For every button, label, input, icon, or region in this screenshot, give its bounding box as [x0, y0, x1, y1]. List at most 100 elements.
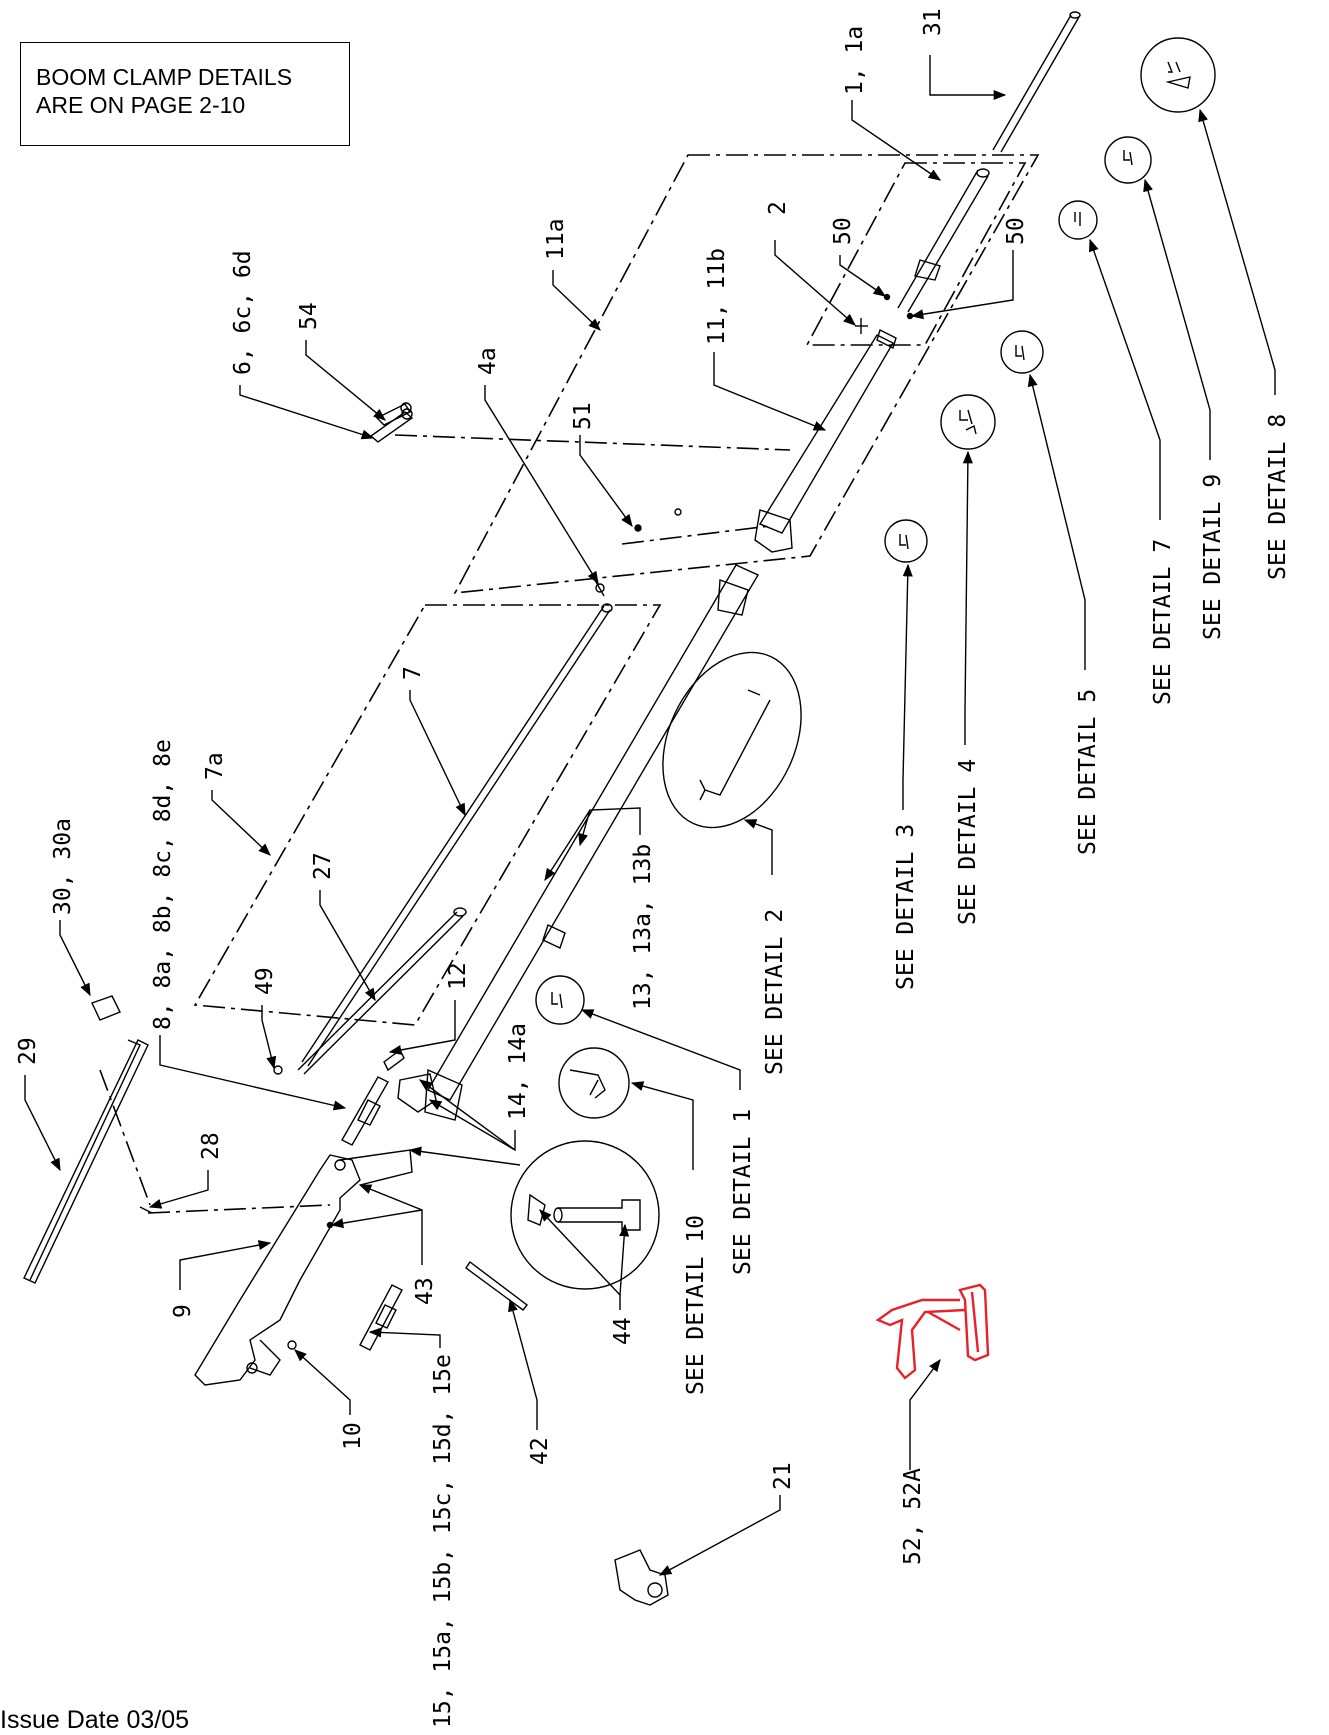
- phantom-outlines: [99, 154, 1040, 1214]
- label-11a: 11a: [543, 218, 569, 260]
- part-28-pin: [139, 1206, 153, 1214]
- part-49: [273, 1065, 283, 1075]
- leader-42: [508, 1298, 538, 1430]
- detail-8-circle: [1140, 37, 1216, 113]
- label-31: 31: [920, 8, 946, 36]
- leader-14a: [428, 1099, 516, 1152]
- detail-44-circle: [510, 1140, 660, 1290]
- leader-50b: [910, 250, 1014, 320]
- leader-sd10: [630, 1081, 694, 1170]
- detail-circles: [510, 37, 1216, 1290]
- leader-sd9: [1143, 178, 1211, 460]
- see-detail-1: SEE DETAIL 1: [730, 1109, 756, 1275]
- part-15-cylinder: [359, 1284, 403, 1351]
- label-30-30a: 30, 30a: [50, 818, 76, 915]
- label-42: 42: [527, 1437, 553, 1465]
- label-2: 2: [765, 201, 791, 215]
- detail-1-circle: [535, 975, 585, 1025]
- phantom-outline-boom-group: [453, 154, 1040, 594]
- part-54: [375, 402, 412, 426]
- callout-labels: 31 1, 1a 2 50 50 11a 11, 11b 4a 51 54 6,…: [15, 8, 1291, 1728]
- phantom-line-29-28: [99, 1069, 151, 1206]
- leader-6: [239, 385, 375, 440]
- leader-13b: [544, 809, 591, 882]
- part-51: [634, 524, 642, 532]
- part-8-cylinder: [341, 1076, 389, 1146]
- label-27: 27: [310, 852, 336, 880]
- leader-10: [294, 1349, 351, 1415]
- part-4a: [591, 574, 605, 597]
- leader-44b: [619, 1223, 630, 1296]
- see-detail-7: SEE DETAIL 7: [1150, 539, 1176, 705]
- leader-30: [59, 920, 91, 997]
- phantom-line-28: [147, 1204, 331, 1214]
- leader-52: [909, 1358, 941, 1470]
- label-28: 28: [198, 1132, 224, 1160]
- part-10-bolt: [287, 1340, 297, 1350]
- see-detail-9: SEE DETAIL 9: [1200, 474, 1226, 640]
- label-9: 9: [170, 1304, 196, 1318]
- part-52-highlight: [875, 1283, 990, 1380]
- part-50-b: [906, 312, 914, 320]
- leader-11a: [552, 270, 601, 331]
- label-49: 49: [252, 967, 278, 995]
- detail-10-circle: [558, 1047, 630, 1119]
- label-50a: 50: [830, 217, 856, 245]
- label-1-1a: 1, 1a: [842, 26, 868, 95]
- leader-sd8: [1198, 108, 1276, 395]
- part-11-boom: [754, 329, 897, 553]
- phantom-outline-rod-group: [193, 604, 662, 1026]
- issue-date: Issue Date 03/05: [0, 1706, 190, 1734]
- label-54: 54: [296, 302, 322, 330]
- phantom-outline-tip-group: [805, 162, 1027, 346]
- leader-54: [305, 340, 386, 421]
- part-12-clip: [383, 1048, 405, 1072]
- part-31-rod: [992, 11, 1081, 153]
- leader-sd5: [1027, 373, 1086, 670]
- label-14-14a: 14, 14a: [505, 1023, 531, 1120]
- detail-7-circle: [1058, 200, 1098, 240]
- see-detail-3: SEE DETAIL 3: [893, 824, 919, 990]
- parts: [23, 11, 1081, 1606]
- label-10: 10: [340, 1422, 366, 1450]
- leader-15: [368, 1327, 441, 1348]
- leader-sd3: [902, 563, 913, 810]
- label-7: 7: [400, 666, 426, 680]
- label-4a: 4a: [475, 347, 501, 375]
- label-51: 51: [570, 402, 596, 430]
- leader-43b: [330, 1209, 423, 1229]
- part-27-rod: [297, 907, 467, 1075]
- label-13: 13, 13a, 13b: [630, 844, 656, 1010]
- leader-sd1: [580, 1009, 741, 1090]
- label-7a: 7a: [202, 752, 228, 780]
- leader-44a: [539, 1209, 621, 1310]
- label-50b: 50: [1003, 217, 1029, 245]
- leader-14b: [418, 1079, 516, 1151]
- boom-clamp-note: BOOM CLAMP DETAILS ARE ON PAGE 2-10: [20, 42, 350, 146]
- leader-44c: [408, 1146, 521, 1166]
- leader-4a: [484, 385, 599, 585]
- see-detail-4: SEE DETAIL 4: [955, 759, 981, 925]
- leader-50a: [839, 255, 887, 297]
- leader-sd7: [1088, 238, 1161, 520]
- leader-49: [261, 1005, 277, 1070]
- part-14-bracket: [397, 1073, 437, 1113]
- leader-28: [148, 1170, 209, 1209]
- leader-27: [319, 890, 376, 1002]
- note-line-1: BOOM CLAMP DETAILS: [36, 64, 293, 90]
- label-15: 15, 15a, 15b, 15c, 15d, 15e: [430, 1354, 456, 1728]
- phantom-line-51: [621, 525, 771, 545]
- part-29-rail: [23, 1039, 149, 1284]
- label-43: 43: [412, 1277, 438, 1305]
- leader-8: [159, 1035, 347, 1111]
- leader-31: [929, 55, 1007, 101]
- part-small-ring: [674, 508, 682, 516]
- detail-9-circle: [1104, 136, 1152, 184]
- leader-9: [179, 1240, 272, 1290]
- label-11-11b: 11, 11b: [704, 248, 730, 345]
- leader-7a: [211, 790, 271, 856]
- leader-sd2: [743, 819, 773, 875]
- detail-3-circle: [884, 519, 928, 563]
- see-detail-8: SEE DETAIL 8: [1265, 414, 1291, 580]
